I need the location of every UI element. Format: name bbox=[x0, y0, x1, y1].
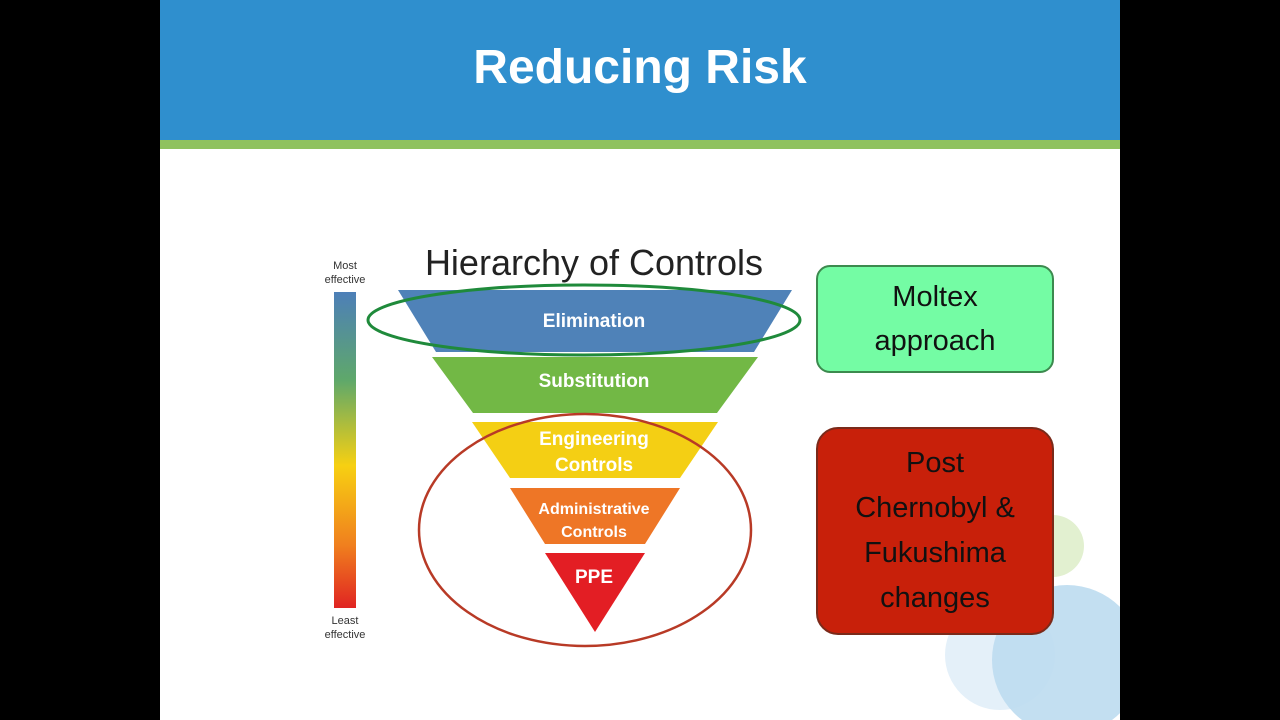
level-administrative-shape bbox=[510, 488, 680, 544]
hierarchy-of-controls-diagram: Hierarchy of Controls Most effective Lea… bbox=[325, 242, 802, 648]
elimination-highlight-ring bbox=[366, 283, 802, 357]
level-administrative-label-line1: Administrative bbox=[538, 501, 649, 518]
level-ppe-label: PPE bbox=[575, 567, 613, 588]
scale-bottom-label-line1: Least bbox=[332, 615, 359, 627]
level-ppe-shape bbox=[545, 553, 645, 632]
slide-title: Reducing Risk bbox=[473, 41, 807, 94]
lower-controls-highlight-ring bbox=[417, 412, 753, 648]
level-engineering-label-line2: Controls bbox=[555, 455, 633, 476]
scale-top-label-line2: effective bbox=[325, 274, 366, 286]
slide-header bbox=[160, 0, 1120, 140]
effectiveness-scale-bar bbox=[334, 292, 356, 608]
moltex-approach-text: Moltex approach bbox=[874, 281, 996, 357]
moltex-approach-callout: Moltex approach bbox=[816, 265, 1054, 373]
slide: Reducing Risk Hierarchy of Controls Most… bbox=[160, 0, 1120, 720]
level-engineering-label-line1: Engineering bbox=[539, 429, 649, 450]
header-stripe bbox=[160, 140, 1120, 149]
post-chernobyl-fukushima-callout: Post Chernobyl & Fukushima changes bbox=[816, 427, 1054, 635]
level-elimination-label: Elimination bbox=[543, 311, 645, 332]
level-administrative-label-line2: Controls bbox=[561, 524, 627, 541]
level-substitution-shape bbox=[432, 357, 758, 413]
diagram-heading: Hierarchy of Controls bbox=[425, 242, 763, 283]
level-elimination-shape bbox=[398, 290, 792, 352]
scale-top-label-line1: Most bbox=[333, 260, 357, 272]
scale-bottom-label-line2: effective bbox=[325, 629, 366, 641]
level-engineering-shape bbox=[472, 422, 718, 478]
post-chernobyl-fukushima-text: Post Chernobyl & Fukushima changes bbox=[855, 447, 1015, 614]
level-substitution-label: Substitution bbox=[539, 371, 650, 392]
